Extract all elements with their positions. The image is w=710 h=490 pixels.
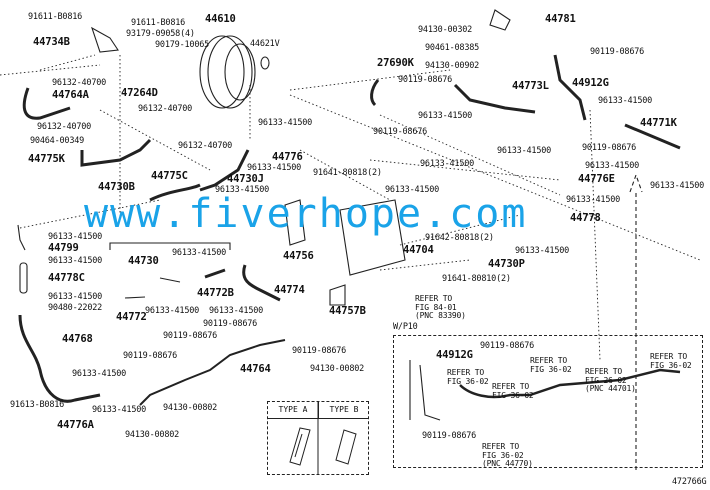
part-label: 96133-41500 [598, 96, 653, 106]
part-label: 93179-09058(4) [126, 29, 195, 39]
part-label: 96133-41500 [497, 146, 552, 156]
part-label: 90119-08676 [422, 431, 477, 441]
part-label: 91611-B0816 [28, 12, 83, 22]
part-label: 44912G [436, 349, 473, 361]
part-label: 96133-41500 [145, 306, 200, 316]
canister-drawing [284, 199, 406, 306]
part-label: 96133-41500 [566, 195, 621, 205]
part-label: 44734B [33, 36, 70, 48]
part-label: 96133-41500 [585, 161, 640, 171]
part-label: 96133-41500 [172, 248, 227, 258]
part-label: 44772B [197, 287, 234, 299]
refer-note: REFER TO FIG 36-02 [530, 356, 572, 374]
part-label: 44764 [240, 363, 271, 375]
watermark: www.fiverhope.com [84, 191, 528, 237]
refer-note: REFER TO FIG 26-02 (PNC 44701) [585, 367, 636, 393]
part-label: 90461-08385 [425, 43, 480, 53]
part-label: 90119-08676 [292, 346, 347, 356]
part-label: 90119-08676 [590, 47, 645, 57]
type-legend-box: TYPE A TYPE B [267, 401, 369, 475]
part-label: 91613-B0816 [10, 400, 65, 410]
part-label: 27690K [377, 57, 414, 69]
part-label: 96133-41500 [258, 118, 313, 128]
part-label: 90119-08676 [163, 331, 218, 341]
part-label: 44764A [52, 89, 89, 101]
part-label: 90119-08676 [373, 127, 428, 137]
part-label: 90179-10065 [155, 40, 210, 50]
part-label: 44776 [272, 151, 303, 163]
part-label: 44778C [48, 272, 85, 284]
part-label: 96133-41500 [650, 181, 705, 191]
part-label: 44772 [116, 311, 147, 323]
part-label: 44781 [545, 13, 576, 25]
part-label: 91642-80818(2) [425, 233, 494, 243]
part-label: 96133-41500 [92, 405, 147, 415]
part-label: 90464-00349 [30, 136, 85, 146]
part-label: 44773L [512, 80, 549, 92]
brake-booster-drawing [199, 35, 270, 109]
part-label: 96133-41500 [420, 159, 475, 169]
part-label: 90119-08676 [480, 341, 535, 351]
part-label: 96132-40700 [178, 141, 233, 151]
diagram-id: 472766G [672, 477, 707, 487]
part-label: 94130-00802 [310, 364, 365, 374]
part-label: 96132-40700 [52, 78, 107, 88]
part-label: 94130-00802 [163, 403, 218, 413]
part-label: 96132-40700 [37, 122, 92, 132]
part-label: 44757B [329, 305, 366, 317]
part-label: 44730J [227, 173, 264, 185]
part-label: 96133-41500 [515, 246, 570, 256]
part-label: 44730B [98, 181, 135, 193]
part-label: 96133-41500 [418, 111, 473, 121]
clamp-type-icons [289, 402, 357, 474]
refer-note: REFER TO FIG 36-02 [650, 352, 692, 370]
part-label: 44912G [572, 77, 609, 89]
optional-parts-box [393, 335, 703, 468]
part-label: 44771K [640, 117, 677, 129]
refer-note: REFER TO FIG 36-02 (PNC 44770) [482, 442, 533, 468]
part-label: 91641-80810(2) [442, 274, 511, 284]
part-label: 90119-08676 [203, 319, 258, 329]
refer-note: REFER TO FIG 84-01 (PNC 83390) [415, 294, 466, 320]
part-label: 44730P [488, 258, 525, 270]
part-label: 96133-41500 [48, 292, 103, 302]
part-label: 96133-41500 [247, 163, 302, 173]
part-label: 91641-80818(2) [313, 168, 382, 178]
part-label: 96132-40700 [138, 104, 193, 114]
part-label: 96133-41500 [72, 369, 127, 379]
part-label: 96133-41500 [385, 185, 440, 195]
type-b-label: TYPE B [319, 402, 369, 419]
part-label: 44775C [151, 170, 188, 182]
part-label: 90119-08676 [582, 143, 637, 153]
part-label: 44610 [205, 13, 236, 25]
part-label: 90119-08676 [398, 75, 453, 85]
part-label: 44774 [274, 284, 305, 296]
part-label: 94130-00902 [425, 61, 480, 71]
option-label: W/P10 [393, 322, 418, 332]
part-label: 90119-08676 [123, 351, 178, 361]
part-label: 90480-22022 [48, 303, 103, 313]
part-label: 44775K [28, 153, 65, 165]
part-label: 44776E [578, 173, 615, 185]
part-label: 44776A [57, 419, 94, 431]
part-label: 91611-B0816 [131, 18, 186, 28]
part-label: 44768 [62, 333, 93, 345]
part-label: 44704 [403, 244, 434, 256]
part-label: 96133-41500 [209, 306, 264, 316]
part-label: 44621V [250, 39, 280, 49]
part-label: 96133-41500 [215, 185, 270, 195]
part-label: 44756 [283, 250, 314, 262]
refer-note: REFER TO FIG 36-02 [447, 368, 489, 386]
part-label: 44778 [570, 212, 601, 224]
part-label: 96133-41500 [48, 256, 103, 266]
part-label: 96133-41500 [48, 232, 103, 242]
part-label: 94130-00302 [418, 25, 473, 35]
part-label: 94130-00802 [125, 430, 180, 440]
part-label: 44730 [128, 255, 159, 267]
refer-note: REFER TO FIG 36-02 [492, 382, 534, 400]
part-label: 44799 [48, 242, 79, 254]
part-label: 47264D [121, 87, 158, 99]
